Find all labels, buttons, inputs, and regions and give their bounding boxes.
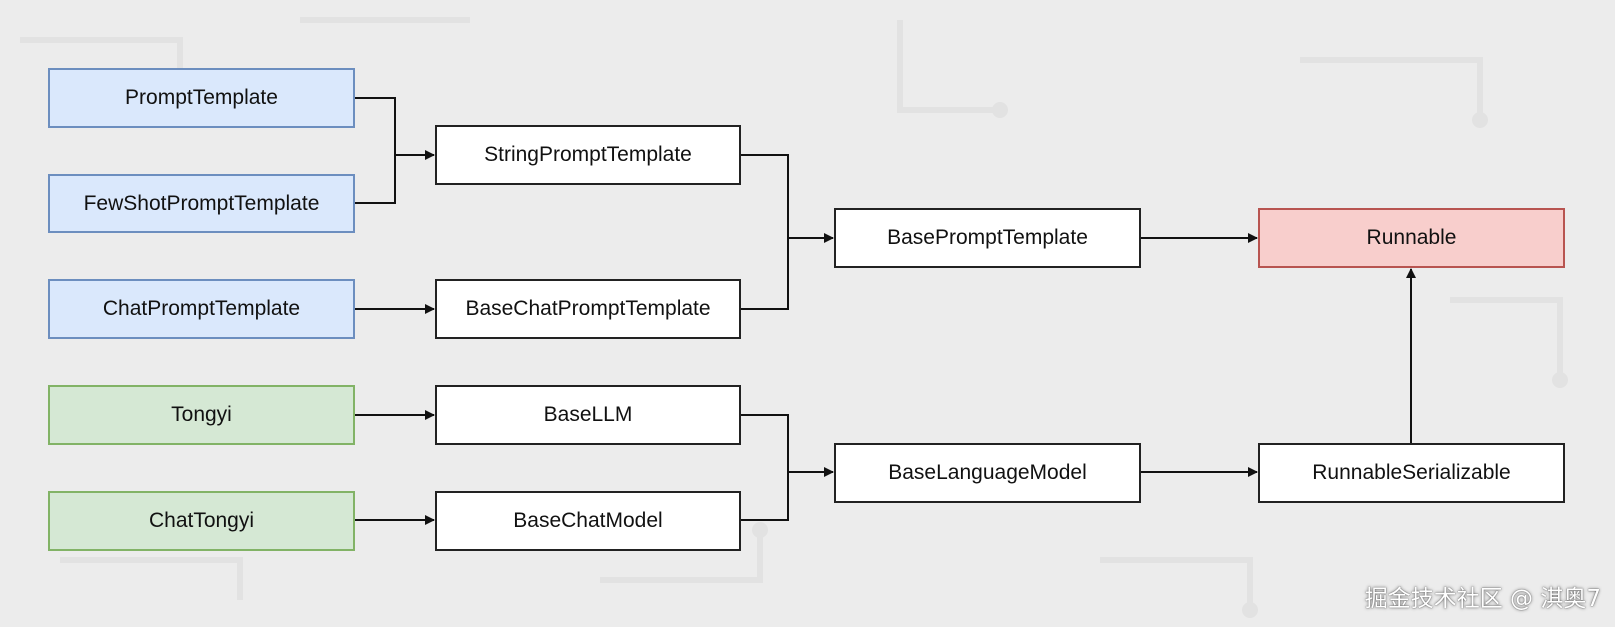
node-few-shot-prompt-template: FewShotPromptTemplate (48, 174, 355, 233)
edge-basechatmodel-to-baselanguage (740, 472, 789, 521)
edge-basechat-to-baseprompt (740, 238, 789, 310)
edge-string-to-baseprompt (740, 154, 834, 243)
node-tongyi: Tongyi (48, 385, 355, 445)
watermark: 掘金技术社区 @ 淇奥7 (1364, 586, 1601, 612)
edge-prompt-to-string (354, 97, 435, 160)
node-string-prompt-template: StringPromptTemplate (435, 125, 741, 185)
node-runnable-serializable: RunnableSerializable (1258, 443, 1565, 503)
edge-fewshot-to-string (354, 155, 396, 204)
node-base-language-model: BaseLanguageModel (834, 443, 1141, 503)
node-chat-prompt-template: ChatPromptTemplate (48, 279, 355, 339)
node-base-chat-model: BaseChatModel (435, 491, 741, 551)
node-prompt-template: PromptTemplate (48, 68, 355, 128)
node-base-llm: BaseLLM (435, 385, 741, 445)
edge-basellm-to-baselanguage (740, 414, 834, 477)
node-base-prompt-template: BasePromptTemplate (834, 208, 1141, 268)
node-runnable: Runnable (1258, 208, 1565, 268)
node-base-chat-prompt-template: BaseChatPromptTemplate (435, 279, 741, 339)
node-chat-tongyi: ChatTongyi (48, 491, 355, 551)
